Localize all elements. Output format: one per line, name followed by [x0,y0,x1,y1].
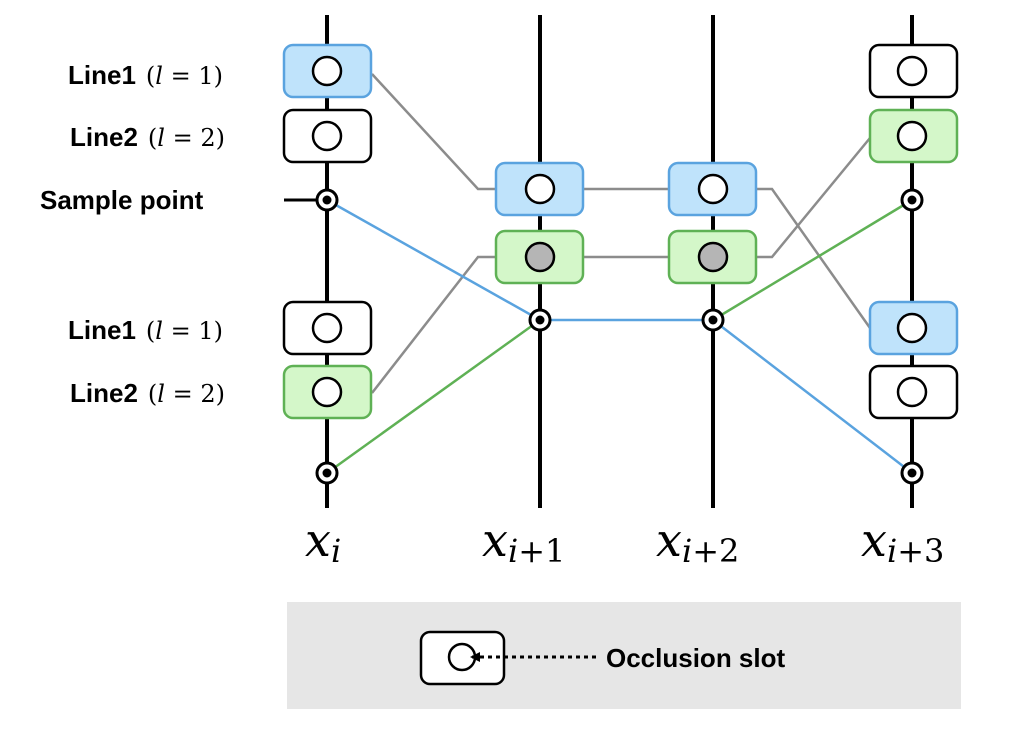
axis-label-xi: xi [305,513,341,570]
axis-label-xi1: xi+1 [482,513,565,570]
sample-marker [528,308,552,332]
label-line1-top: Line1(l = 1) [68,60,223,90]
legend-label: Occlusion slot [606,643,785,673]
label-line1-bottom: Line1(l = 1) [68,315,223,345]
line1-connection [371,73,872,329]
column-xi2-slots [667,161,758,285]
slot-circle [311,55,343,87]
label-line2-bottom: Line2(l = 2) [70,378,225,408]
sample-marker [900,461,924,485]
column-xi1-slots [494,161,585,285]
slot-circle [311,120,343,152]
slot-circle [311,312,343,344]
green-sample-path-2 [712,198,913,322]
slot-circle [896,120,928,152]
blue-sample-path [326,198,913,474]
legend-background [287,602,961,709]
green-sample-path [326,318,541,475]
sample-point-markers [315,188,924,485]
slot-circle-filled [697,241,729,273]
slot-circle [896,376,928,408]
left-labels: Line1(l = 1) Line2(l = 2) Sample point L… [40,60,225,408]
line2-connection [371,137,871,394]
sample-marker [701,308,725,332]
axis-labels: xi xi+1 xi+2 xi+3 [305,513,944,570]
axis-label-xi3: xi+3 [861,513,944,570]
column-xi-slots [282,43,373,420]
axis-label-xi2: xi+2 [656,513,739,570]
slot-circle [896,312,928,344]
legend-slot-circle [447,642,477,672]
legend: Occlusion slot [287,602,961,709]
slot-circle [311,376,343,408]
sample-marker [315,188,339,212]
slot-circle-filled [524,241,556,273]
label-sample-point: Sample point [40,185,204,215]
connections [326,73,913,475]
sample-marker [900,188,924,212]
slot-circle [524,173,556,205]
column-xi3-slots [868,43,959,420]
sample-marker [315,461,339,485]
label-line2-top: Line2(l = 2) [70,122,225,152]
slot-circle [697,173,729,205]
slot-circle [896,55,928,87]
